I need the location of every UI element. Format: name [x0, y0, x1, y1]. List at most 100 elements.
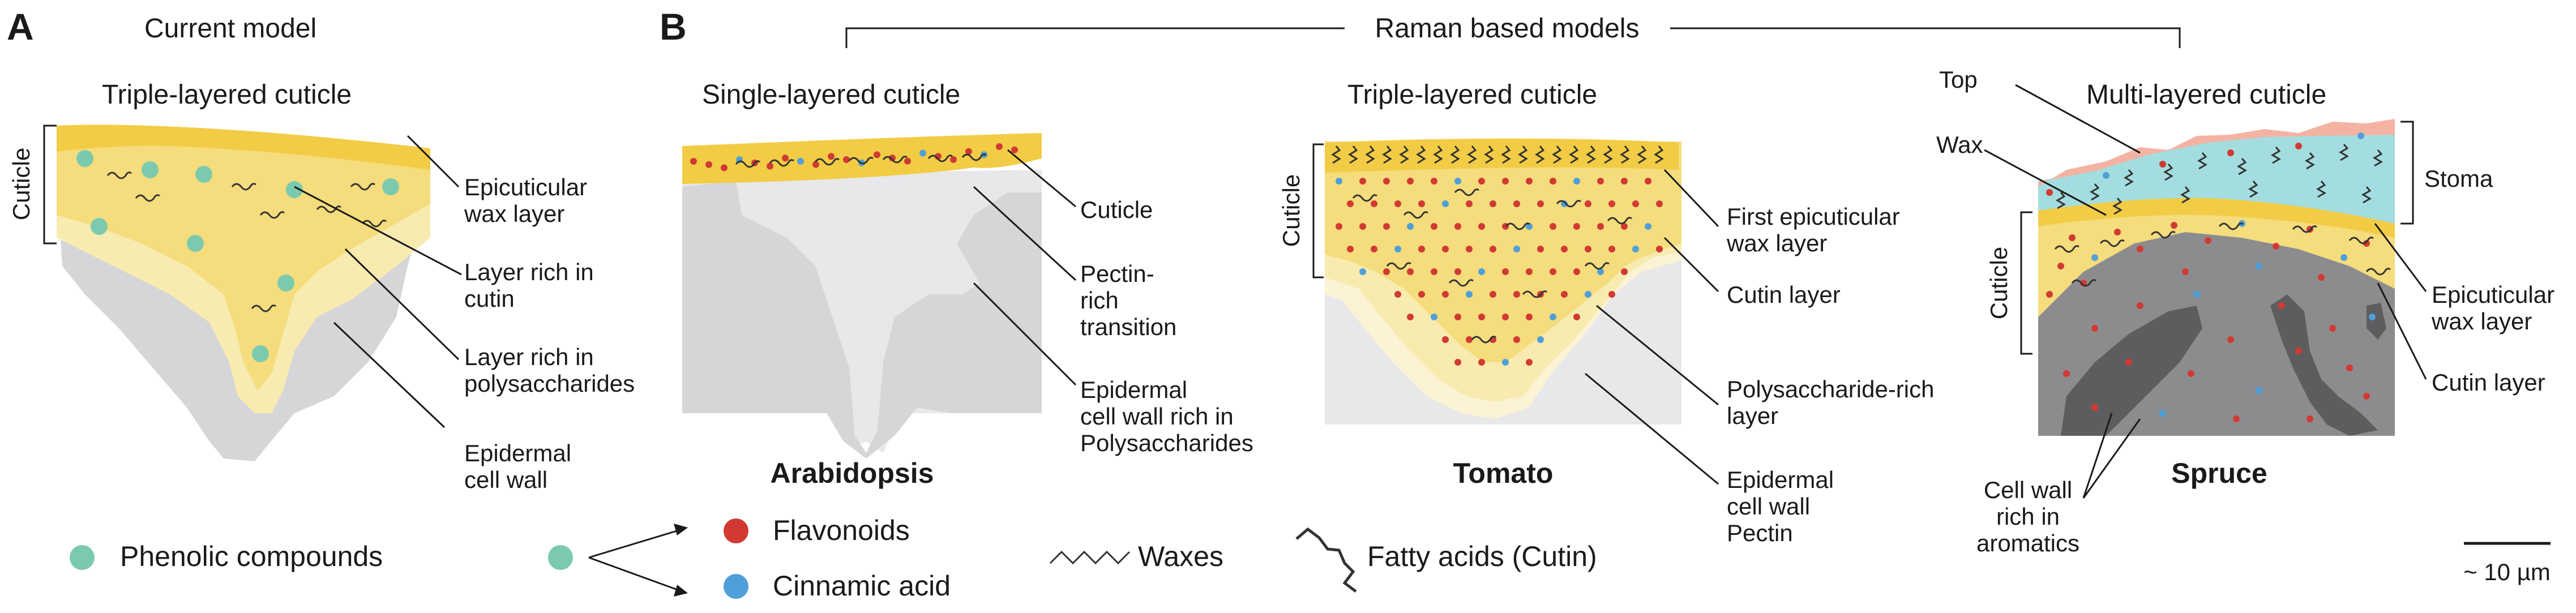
- tomato-cuticle-bracket: [1312, 143, 1324, 278]
- flavonoid-dot: [1573, 223, 1580, 230]
- tomato-leader-cutin: [1663, 237, 1719, 293]
- legend-cinnamic-dot: [724, 574, 748, 599]
- flavonoid-dot: [1454, 314, 1461, 320]
- phenolic-dot: [277, 275, 294, 292]
- flavonoid-dot: [2346, 365, 2353, 371]
- cinnamic-dot: [1431, 314, 1437, 320]
- wax-mark: [1569, 145, 1579, 164]
- cutin-mark: [1607, 217, 1632, 225]
- spruce-stoma-bracket: [2400, 121, 2414, 225]
- flavonoid-dot: [1608, 246, 1615, 252]
- flavonoid-dot: [1550, 178, 1556, 185]
- flavonoid-dot: [1431, 268, 1437, 275]
- cinnamic-dot: [1513, 246, 1520, 252]
- cinnamic-dot: [1585, 291, 1591, 298]
- cutin-mark: [2054, 245, 2079, 253]
- wax-mark: [2305, 152, 2315, 170]
- wax-mark: [2180, 186, 2190, 204]
- wax-mark: [1654, 145, 1664, 164]
- arabidopsis-title: Single-layered cuticle: [702, 80, 960, 110]
- spruce-label-aromatic-1: Cell wall: [1984, 477, 2072, 503]
- spruce-aromatic-left: [2061, 306, 2202, 436]
- cinnamic-dot: [1597, 268, 1604, 275]
- wax-mark: [1535, 145, 1545, 164]
- flavonoid-dot: [1585, 246, 1591, 252]
- wax-mark: [1433, 145, 1443, 164]
- flavonoid-dot: [2171, 222, 2177, 229]
- spruce-title: Multi-layered cuticle: [2086, 80, 2326, 110]
- flavonoid-dot: [889, 155, 896, 162]
- flavonoid-dot: [1621, 268, 1628, 275]
- spruce-label-cutin: Cutin layer: [2432, 369, 2545, 396]
- wax-mark: [2248, 181, 2258, 198]
- wax-mark: [2197, 152, 2207, 170]
- flavonoid-dot: [690, 158, 697, 165]
- flavonoid-dot: [950, 156, 957, 163]
- flavonoid-dot: [2233, 415, 2240, 422]
- flavonoid-dot: [1608, 291, 1615, 298]
- spruce-label-aromatic-2: rich in: [1996, 503, 2060, 530]
- wax-mark: [2112, 198, 2123, 215]
- flavonoid-dot: [1478, 178, 1485, 185]
- wax-mark: [2090, 183, 2100, 201]
- flavonoid-dot: [2091, 325, 2098, 332]
- flavonoid-dot: [2295, 143, 2302, 149]
- tomato-leader-poly: [1596, 305, 1719, 406]
- a-cuticle-bracket: [43, 125, 57, 245]
- tomato-panel: Triple-layered cuticle Cuticle First epi…: [1278, 80, 1934, 546]
- flavonoid-dot: [1526, 359, 1533, 366]
- raman-bracket: [845, 27, 2181, 48]
- cutin-mark: [2150, 231, 2176, 239]
- flavonoid-dot: [1454, 268, 1461, 275]
- cinnamic-dot: [1454, 178, 1461, 185]
- wax-mark: [1484, 145, 1494, 164]
- legend: Phenolic compounds Flavonoids Cinnamic a…: [70, 515, 2551, 602]
- tomato-leader-cellwall: [1585, 372, 1719, 485]
- wax-mark: [2361, 186, 2372, 204]
- flavonoid-dot: [1431, 223, 1437, 230]
- flavonoid-dot: [2114, 229, 2121, 235]
- flavonoid-dot: [2278, 302, 2285, 309]
- flavonoid-dot: [1418, 200, 1425, 207]
- spruce-species: Spruce: [2171, 457, 2267, 489]
- cutin-mark: [1352, 194, 1377, 202]
- flavonoid-dot: [1407, 268, 1414, 275]
- tomato-cutin: [1325, 142, 1681, 362]
- wax-mark: [2316, 181, 2326, 198]
- cutin-mark: [1505, 222, 1530, 230]
- spruce-leader-aromatic-1: [2082, 413, 2113, 499]
- legend-arrows: [588, 524, 688, 597]
- flavonoid-dot: [1347, 200, 1354, 207]
- a-label-wax-2: wax layer: [464, 200, 564, 227]
- legend-wax-icon: [1049, 550, 1131, 565]
- wax-mark: [814, 158, 840, 166]
- wax-mark: [106, 172, 132, 179]
- spruce-leader-aromatic-2: [2082, 418, 2141, 499]
- cutin-mark: [2218, 222, 2244, 230]
- flavonoid-dot: [1359, 178, 1366, 185]
- flavonoid-dot: [1621, 178, 1628, 185]
- phenolic-dot: [286, 181, 303, 198]
- arabidopsis-dots: [690, 143, 1018, 172]
- wax-mark: [1467, 145, 1477, 164]
- flavonoid-dot: [1407, 314, 1414, 320]
- cinnamic-dot: [2193, 291, 2200, 298]
- legend-phenolic-label: Phenolic compounds: [120, 541, 383, 572]
- flavonoid-dot: [1597, 223, 1604, 230]
- flavonoid-dot: [1371, 200, 1377, 207]
- wax-mark: [1552, 145, 1562, 164]
- raman-heading: Raman based models: [1375, 14, 1640, 44]
- flavonoid-dot: [2205, 237, 2211, 244]
- flavonoid-dot: [812, 161, 819, 168]
- flavonoid-dot: [1383, 178, 1390, 185]
- flavonoid-dot: [1490, 291, 1496, 298]
- cinnamic-dot: [2357, 132, 2364, 139]
- wax-mark: [2056, 192, 2066, 209]
- cinnamic-dot: [1550, 314, 1556, 320]
- flavonoid-dot: [1442, 246, 1449, 252]
- spruce-stoma-wax: [2038, 133, 2395, 224]
- cutin-mark: [1386, 262, 1411, 270]
- flavonoid-dot: [1526, 268, 1533, 275]
- flavonoid-dot: [1561, 291, 1568, 298]
- flavonoid-dot: [1478, 359, 1485, 366]
